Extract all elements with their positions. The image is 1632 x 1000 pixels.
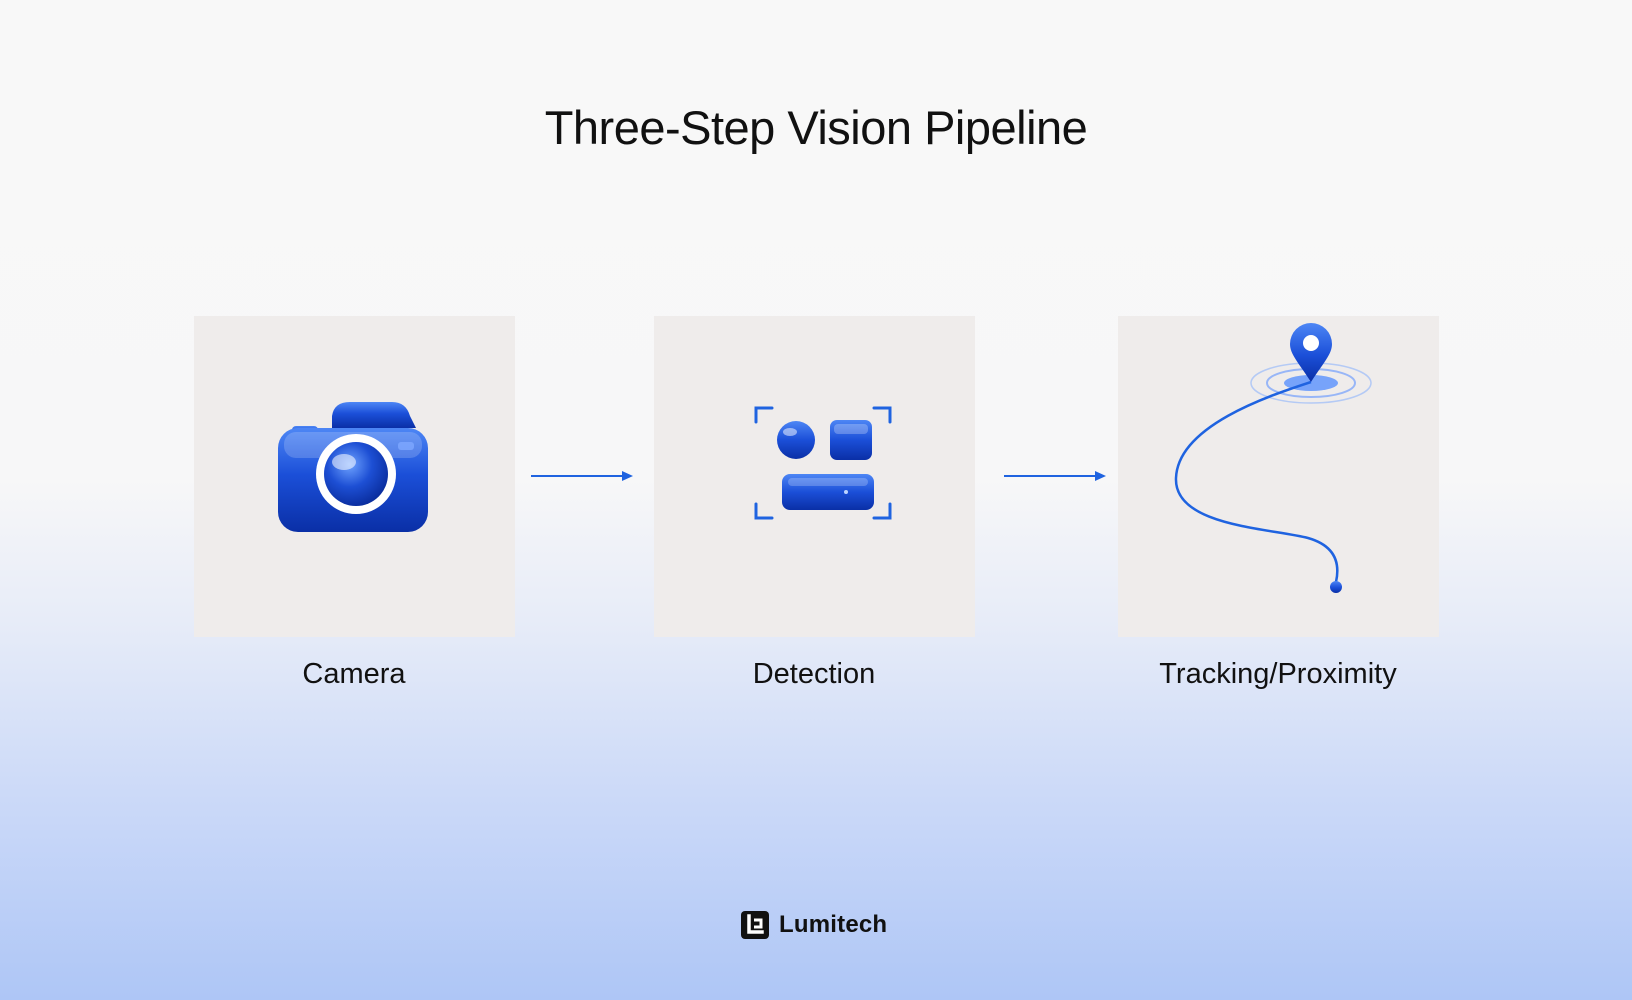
diagram-title: Three-Step Vision Pipeline <box>544 101 1088 154</box>
step-camera-tile <box>194 316 515 637</box>
lumitech-logo-icon <box>741 911 769 939</box>
arrow-right-icon <box>1004 471 1106 481</box>
object-detection-icon <box>754 406 892 520</box>
step-detection-label: Detection <box>752 658 876 690</box>
arrow-right-icon <box>531 471 633 481</box>
step-camera-label: Camera <box>302 658 406 690</box>
location-path-icon <box>1174 323 1372 593</box>
step-tracking-tile <box>1118 316 1439 637</box>
camera-icon <box>278 402 428 532</box>
step-detection-tile <box>654 316 975 637</box>
brand-logo: Lumitech <box>741 909 887 941</box>
step-tracking-label: Tracking/Proximity <box>1159 658 1397 690</box>
brand-name: Lumitech <box>779 911 888 938</box>
